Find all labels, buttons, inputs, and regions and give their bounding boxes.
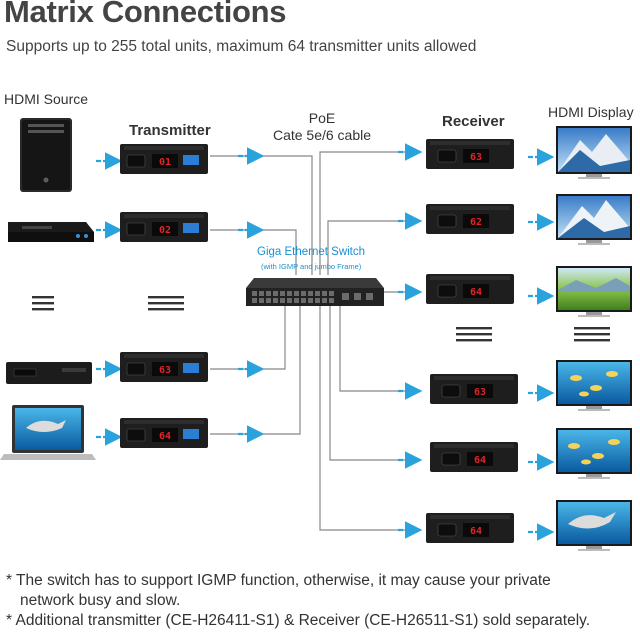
set-top-box-icon: [6, 362, 92, 384]
dvd-player-icon: [8, 222, 94, 242]
ethernet-switch: [246, 278, 384, 306]
rx5-cable: [329, 305, 410, 461]
poe-label: PoE: [308, 110, 336, 126]
receiver-1-led: 63: [470, 152, 482, 163]
receiver-1: [426, 139, 514, 169]
receiver-label: Receiver: [442, 113, 505, 130]
tx3-cable: [210, 305, 286, 370]
receiver-4-led: 63: [474, 387, 486, 398]
rx4-cable: [339, 305, 410, 392]
tx1-cable: [210, 155, 313, 275]
rx2-cable: [327, 220, 410, 275]
display-6-dolphin-icon: [556, 500, 632, 551]
note-igmp-line2: network busy and slow.: [20, 592, 181, 609]
receiver-3-led: 64: [470, 287, 482, 298]
display-5-fish-icon: [556, 428, 632, 479]
switch-title: Giga Ethernet Switch: [257, 246, 366, 258]
transmitter-3: [120, 352, 208, 382]
note-sold-separately: * Additional transmitter (CE-H26411-S1) …: [6, 612, 591, 629]
display-1-mountain-icon: [556, 126, 632, 179]
network-cables: [210, 151, 410, 531]
receiver-6: [426, 513, 514, 543]
transmitter-label: Transmitter: [129, 122, 211, 139]
display-4-fish-icon: [556, 360, 632, 411]
poe-cable-label: PoE Cate 5e/6 cable: [262, 110, 382, 144]
rx6-cable: [319, 305, 410, 531]
receiver-2: [426, 204, 514, 234]
transmitter-4-led: 64: [159, 431, 171, 442]
transmitter-4: [120, 418, 208, 448]
receiver-4: [430, 374, 518, 404]
note-igmp-line1: * The switch has to support IGMP functio…: [6, 572, 551, 589]
transmitter-2-led: 02: [159, 225, 171, 236]
display-3-landscape-icon: [556, 266, 632, 317]
more-units-ellipsis: [32, 296, 610, 342]
transmitter-3-led: 63: [159, 365, 171, 376]
pc-tower-icon: [20, 118, 72, 192]
switch-subtitle: (with IGMP and jumbo Frame): [261, 262, 362, 271]
transmitter-2: [120, 212, 208, 242]
receiver-2-led: 62: [470, 217, 482, 228]
transmitter-1: [120, 144, 208, 174]
hdmi-source-label: HDMI Source: [4, 91, 89, 107]
signal-arrows: [96, 143, 555, 541]
laptop-icon: [0, 405, 96, 460]
receiver-5: [430, 442, 518, 472]
hdmi-display-label: HDMI Display: [548, 104, 634, 120]
display-2-mountain-icon: [556, 194, 632, 245]
page-title: Matrix Connections: [4, 0, 287, 29]
transmitter-1-led: 01: [159, 157, 171, 168]
page-subtitle: Supports up to 255 total units, maximum …: [6, 38, 477, 55]
receiver-6-led: 64: [470, 526, 482, 537]
rx1-cable: [319, 151, 410, 275]
cable-type-label: Cate 5e/6 cable: [272, 127, 372, 143]
receiver-5-led: 64: [474, 455, 486, 466]
receiver-3: [426, 274, 514, 304]
